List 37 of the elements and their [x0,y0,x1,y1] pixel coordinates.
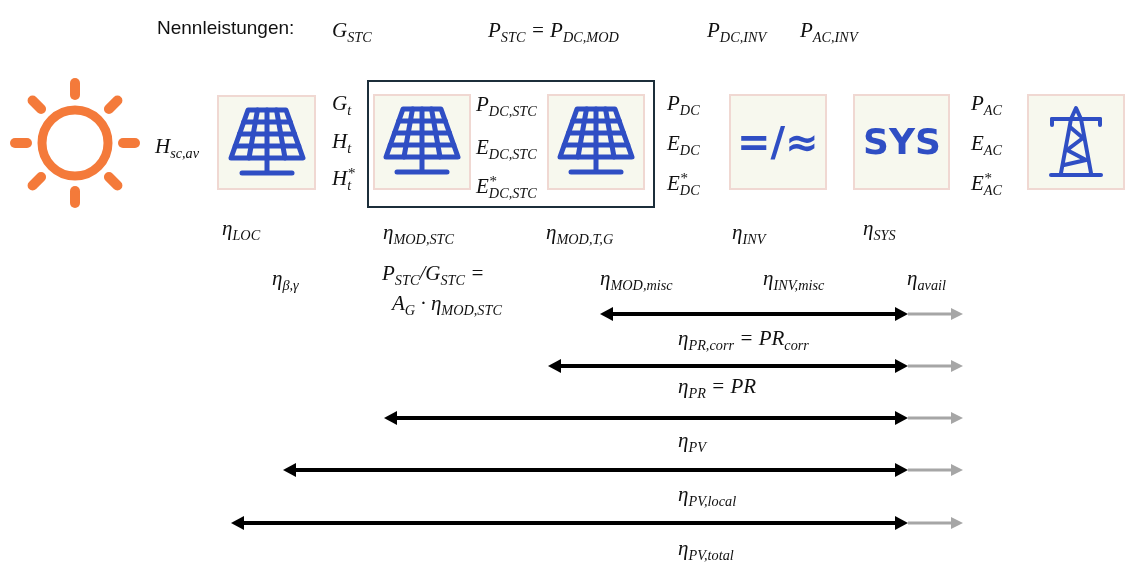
variable-label: H$_{sc,av}$ [155,134,200,158]
variable-label: E$_{DC}$ [667,131,700,155]
variable-label: P$_{DC}$ [667,91,700,115]
variable-label: P$_{AC}$ [971,91,1003,115]
variable-label: G$_{t}$ [332,91,352,115]
efficiency-label: η$_{LOC}$ [222,216,261,240]
icon-tile [1027,94,1125,190]
icon-tile [853,94,950,190]
icon-tile [729,94,827,190]
range-label: η$_{PV}$ [678,428,706,452]
efficiency-label: η$_{MOD,STC}$ [383,220,455,244]
variable-label: H$_{t}$ [332,129,352,153]
efficiency-label: η$_{SYS}$ [863,216,896,240]
icon-tile [547,94,645,190]
variable-label: η$_{avail}$ [907,266,946,290]
variable-label: G$_{STC}$ [332,18,372,42]
range-label: η$_{PR}$ = PR [678,374,757,398]
variable-label: P$_{AC,INV}$ [800,18,858,42]
variable-label: P$_{DC,STC}$ [476,92,537,116]
efficiency-label: η$_{INV}$ [732,220,766,244]
efficiency-label: η$_{MOD,T,G}$ [546,220,614,244]
node-label: SYS [863,124,941,160]
icon-tile [217,95,316,190]
range-label: η$_{PR,corr}$ = PR$_{corr}$ [678,326,809,350]
variable-label: P$_{STC}$ = P$_{DC,MOD}$ [488,18,619,42]
range-label: η$_{PV,total}$ [678,536,734,560]
symbol-text: =/≈ [737,122,819,162]
icon-tile [373,94,471,190]
range-label: η$_{PV,local}$ [678,482,737,506]
variable-label: η$_{INV,misc}$ [763,266,825,290]
row-heading: Nennleistungen: [157,16,295,40]
variable-label: P$_{DC,INV}$ [707,18,767,42]
variable-label: P$_{STC}$/G$_{STC}$ = A$_{G}$ · η$_{MOD,STC}$ [382,260,503,318]
group-frame [367,80,655,208]
variable-label: E$_{AC}$ [971,131,1003,155]
variable-label: η$_{MOD,misc}$ [600,266,673,290]
variable-label: E$_{DC,STC}$ [476,135,537,159]
